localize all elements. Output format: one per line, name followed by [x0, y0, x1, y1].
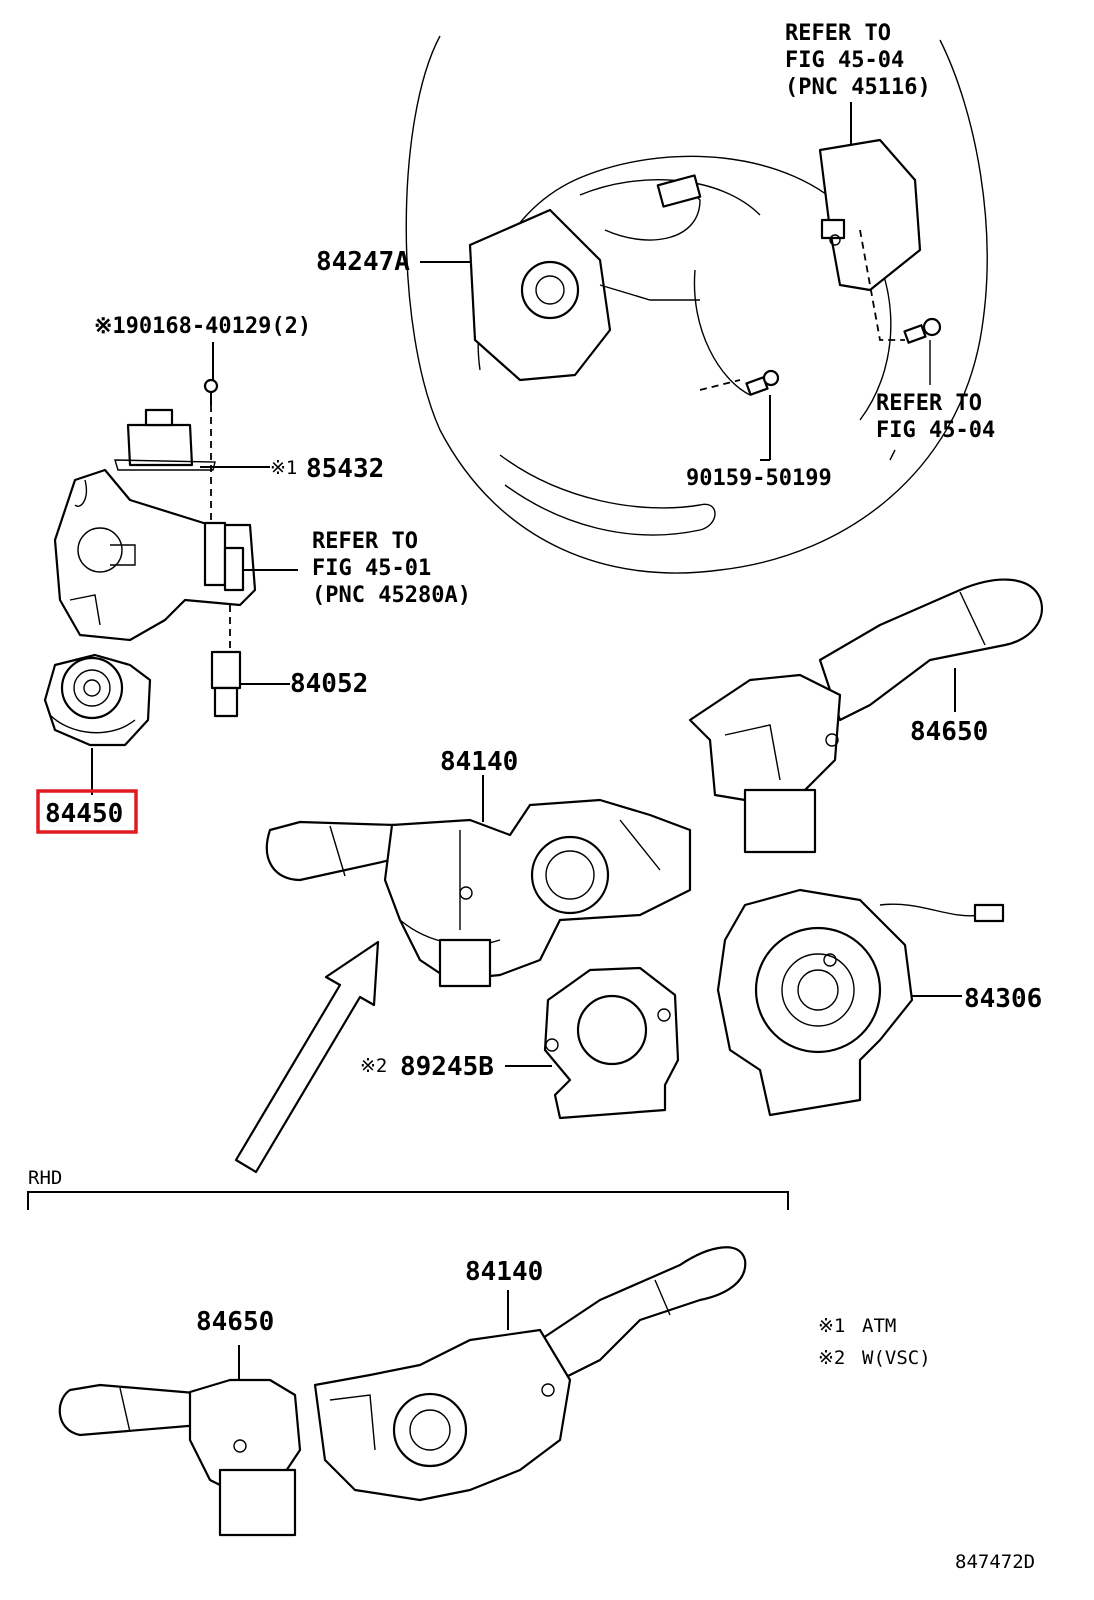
ref-fig-45-04-b-label: REFER TO FIG 45-04 — [876, 391, 995, 443]
part-label-84450: 84450 — [45, 799, 123, 829]
connector-84052 — [210, 605, 242, 718]
part-label-84140: 84140 — [440, 747, 518, 777]
svg-text:(PNC 45116): (PNC 45116) — [785, 75, 931, 100]
part-label-90168: ※190168-40129(2) — [94, 314, 311, 339]
svg-text:REFER TO: REFER TO — [876, 391, 982, 416]
figure-code: 847472D — [955, 1551, 1035, 1573]
wheel-connector — [656, 174, 702, 208]
arrow-icon — [234, 940, 380, 1174]
svg-text:FIG 45-04: FIG 45-04 — [785, 48, 904, 73]
svg-text:※1: ※1 — [818, 1315, 845, 1337]
rhd-turn-signal-switch-84140 — [313, 1246, 747, 1502]
svg-text:※2: ※2 — [818, 1347, 845, 1369]
rhd-bracket — [27, 1191, 789, 1210]
turn-signal-switch-84140 — [265, 798, 692, 988]
svg-text:ATM: ATM — [862, 1315, 896, 1337]
part-label-85432: 85432 — [306, 454, 384, 484]
legend: ※1 ATM ※2 W(VSC) — [818, 1315, 931, 1369]
ignition-switch-bracket — [53, 468, 257, 642]
mark-89245b: ※2 — [360, 1055, 387, 1077]
svg-text:(PNC 45280A): (PNC 45280A) — [312, 583, 471, 608]
part-label-84247a: 84247A — [316, 247, 410, 277]
wheel-right-pad — [818, 138, 922, 292]
steering-wheel-assembly — [405, 35, 988, 574]
svg-text:FIG 45-01: FIG 45-01 — [312, 556, 431, 581]
mark-85432: ※1 — [270, 457, 297, 479]
svg-text:W(VSC): W(VSC) — [862, 1347, 931, 1369]
ref-fig-45-04-label: REFER TO FIG 45-04 (PNC 45116) — [785, 21, 931, 100]
svg-text:REFER TO: REFER TO — [785, 21, 891, 46]
steering-wheel-rim — [405, 35, 988, 574]
rhd-wiper-switch-84650 — [58, 1378, 302, 1537]
rhd-part-label-84650: 84650 — [196, 1307, 274, 1337]
key-interlock-solenoid — [114, 408, 216, 471]
highlight-box — [36, 789, 138, 834]
part-label-90159: 90159-50199 — [686, 466, 832, 491]
steering-sensor-89245b — [543, 966, 680, 1120]
part-label-89245b: 89245B — [400, 1052, 494, 1082]
wiper-switch-84650 — [688, 578, 1043, 854]
ignition-cylinder-84450 — [43, 653, 152, 747]
bolt-icon — [745, 369, 780, 396]
spiral-cable-84306 — [716, 888, 1005, 1117]
svg-text:FIG 45-04: FIG 45-04 — [876, 418, 995, 443]
screw-icon — [903, 317, 942, 344]
screw-icon-small — [203, 378, 219, 405]
wheel-switch-disc — [520, 260, 580, 320]
rhd-label: RHD — [28, 1167, 62, 1189]
svg-text:REFER TO: REFER TO — [312, 529, 418, 554]
part-label-84650: 84650 — [910, 717, 988, 747]
rhd-part-label-84140: 84140 — [465, 1257, 543, 1287]
ref-fig-45-01-label: REFER TO FIG 45-01 (PNC 45280A) — [312, 529, 471, 608]
part-label-84052: 84052 — [290, 669, 368, 699]
part-label-84306: 84306 — [964, 984, 1042, 1014]
